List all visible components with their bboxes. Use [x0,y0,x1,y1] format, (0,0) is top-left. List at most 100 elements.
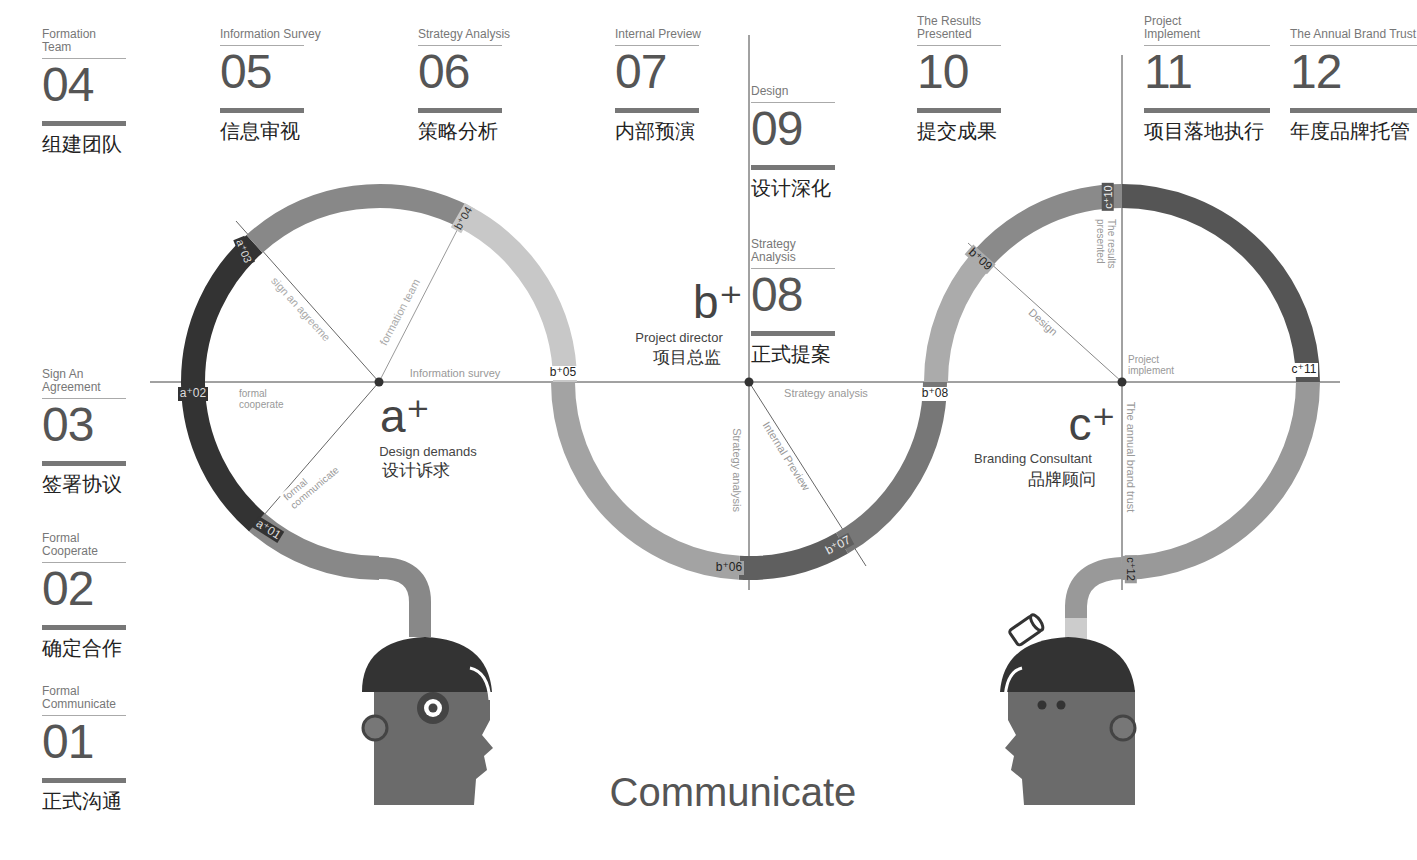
step-bar [1290,108,1417,113]
step-english: Formation Team [42,28,126,54]
hat [362,637,492,692]
center-dot [1118,378,1127,387]
step-bar [1144,108,1270,113]
step-chinese: 设计深化 [751,176,835,200]
step-bar [42,778,126,783]
ear [1111,716,1135,740]
step-bar [615,108,699,113]
step-bar [220,108,304,113]
step-block: Internal Preview07内部预演 [615,28,699,143]
step-chinese: 提交成果 [917,119,1001,143]
segment-label: formation team [376,275,423,349]
step-number: 09 [751,103,835,165]
step-bar [42,121,126,126]
segment-label: Strategy analysis [731,426,743,514]
step-block: The Annual Brand Trust 12 年度品牌托管 [1290,28,1417,143]
role-letter: c⁺ [1066,399,1117,450]
callout-number: c⁺12 [1125,555,1137,583]
role-english: Project director [633,331,724,345]
ring-arc [563,382,739,568]
segment-label: formal cooperate [237,388,303,410]
callout-number: c⁺10 [1102,183,1114,211]
monocle [424,699,442,717]
center-dot [375,378,384,387]
step-chinese: 确定合作 [42,636,126,660]
segment-label: Project implement [1126,354,1200,376]
ring-arc [1122,382,1308,568]
step-chinese: 组建团队 [42,132,126,156]
step-number: 01 [42,716,126,778]
segment-label: Internal Preview [759,418,813,495]
callout-number: a⁺02 [178,387,208,400]
step-number: 10 [917,46,1001,108]
role-english: Branding Consultant [972,452,1094,466]
step-english: Strategy Analysis [751,238,821,264]
role-letter: b⁺ [691,277,745,328]
eye [1057,701,1066,710]
callout-number: b⁺06 [714,561,744,574]
step-bar [751,331,835,336]
segment-label: formal communicate [280,448,351,512]
footer-title: Communicate [608,770,859,814]
step-bar [917,108,1001,113]
step-block: Information Survey05信息审视 [220,28,304,143]
step-number: 07 [615,46,699,108]
role-chinese: 品牌顾问 [1026,470,1098,489]
tail [379,568,420,637]
step-number: 12 [1290,46,1417,108]
step-english: Project Implement [1144,15,1214,41]
radial-line [749,382,866,566]
step-number: 06 [418,46,502,108]
step-block: Strategy Analysis08正式提案 [751,238,835,366]
step-bar [751,165,835,170]
telescope-lens [1028,613,1045,632]
step-bar [42,461,126,466]
ring-arc [255,196,464,244]
ring-arcs [193,196,1308,568]
segment-label: Information survey [408,367,502,379]
step-chinese: 正式沟通 [42,789,126,813]
center-dot [745,378,754,387]
eye [429,704,438,713]
telescope [1009,613,1046,646]
step-chinese: 签署协议 [42,472,126,496]
step-block: The Results Presented 10 提交成果 [917,15,1001,143]
step-chinese: 信息审视 [220,119,304,143]
segment-label: Strategy analysis [782,387,870,399]
step-number: 02 [42,563,126,625]
segment-label: The annual brand trust [1125,400,1137,515]
radial-line [379,209,468,382]
step-bar [418,108,502,113]
step-chinese: 内部预演 [615,119,699,143]
step-block: Project Implement11项目落地执行 [1144,15,1270,143]
step-chinese: 年度品牌托管 [1290,119,1417,143]
step-english: The Results Presented [917,15,1001,41]
ring-arc [463,216,565,382]
role-english: Design demands [377,445,479,459]
left-head [362,637,493,805]
step-chinese: 策略分析 [418,119,502,143]
monocle [417,692,449,724]
step-chinese: 正式提案 [751,342,835,366]
hat-brim [1005,668,1022,700]
segment-label: The results presented [1095,217,1117,299]
step-block: Sign An Agreement03签署协议 [42,368,126,496]
axis-line [1122,55,1123,590]
step-block: Design09设计深化 [751,85,835,200]
tail [1076,568,1122,620]
right-head [1000,613,1135,805]
segment-label: sign an agreeme [268,273,335,345]
role-chinese: 项目总监 [651,348,723,367]
step-block: Strategy Analysis06策略分析 [418,28,502,143]
ear [363,716,387,740]
head-face [374,690,493,805]
callout-number: b⁺05 [548,366,578,379]
ring-arc [1122,196,1308,382]
step-english: The Annual Brand Trust [1290,28,1417,41]
step-english: Strategy Analysis [418,28,518,41]
step-english: Formal Communicate [42,685,126,711]
hat-brim [470,668,490,700]
step-number: 11 [1144,46,1270,108]
step-number: 03 [42,399,126,461]
